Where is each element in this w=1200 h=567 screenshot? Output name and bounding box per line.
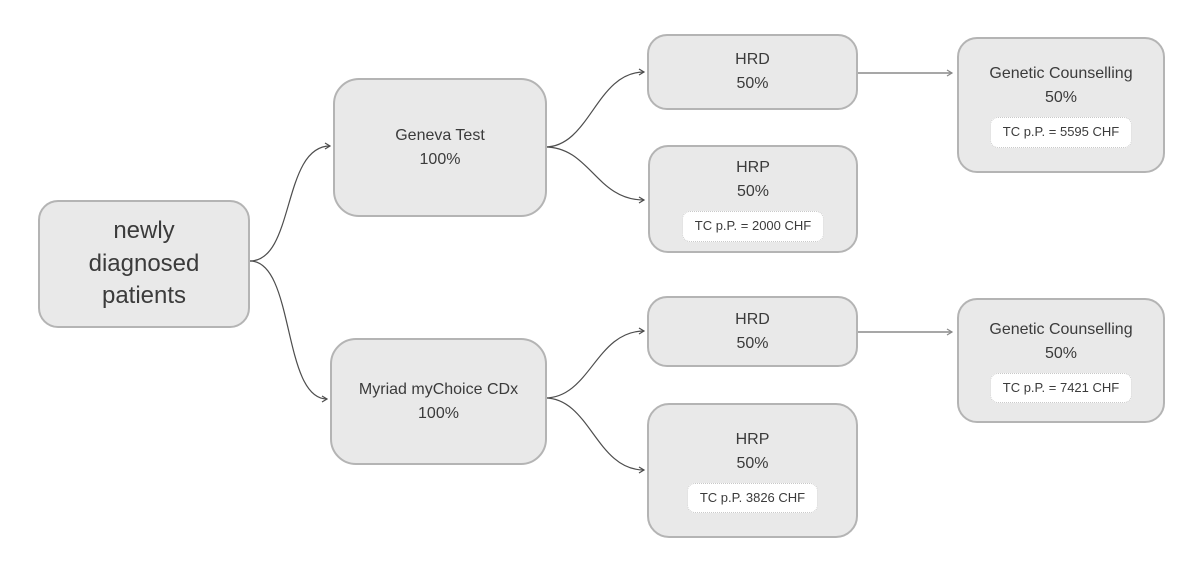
- node-hrd-top: HRD 50%: [647, 34, 858, 110]
- node-hrd-bottom-label: HRD: [735, 310, 770, 328]
- node-hrp-top: HRP 50% TC p.P. = 2000 CHF: [648, 145, 858, 253]
- node-hrd-top-label: HRD: [735, 51, 770, 68]
- node-hrd-top-percent: 50%: [736, 75, 769, 92]
- node-hrp-bottom-percent: 50%: [736, 454, 769, 472]
- node-hrd-bottom: HRD 50%: [647, 296, 858, 367]
- node-genetic-counselling-bottom-label: Genetic Counselling: [989, 320, 1133, 338]
- cost-chip-hrp-bottom: TC p.P. 3826 CHF: [686, 482, 819, 514]
- node-geneva-test-percent: 100%: [419, 150, 461, 168]
- node-hrp-top-label: HRP: [736, 159, 770, 177]
- edge-root-geneva: [249, 142, 332, 262]
- node-genetic-counselling-top-percent: 50%: [1044, 89, 1078, 107]
- node-geneva-test-label: Geneva Test: [395, 126, 485, 144]
- node-myriad-mychoice-cdx-percent: 100%: [418, 404, 459, 422]
- node-geneva-test: Geneva Test 100%: [333, 78, 547, 217]
- node-hrp-top-percent: 50%: [736, 183, 770, 201]
- node-hrd-bottom-percent: 50%: [736, 334, 769, 352]
- edge-myriad-hrd: [544, 327, 646, 399]
- node-newly-diagnosed-patients-label: newly diagnosed patients: [88, 217, 200, 310]
- edge-root-myriad: [249, 260, 329, 403]
- edge-myriad-hrp: [544, 397, 646, 474]
- edge-geneva-hrd: [544, 68, 646, 148]
- node-genetic-counselling-bottom: Genetic Counselling 50% TC p.P. = 7421 C…: [957, 298, 1165, 423]
- node-newly-diagnosed-patients: newly diagnosed patients: [38, 200, 250, 328]
- edge-geneva-hrp: [544, 146, 646, 204]
- node-myriad-mychoice-cdx-label: Myriad myChoice CDx: [358, 380, 519, 398]
- cost-chip-counselling-top: TC p.P. = 5595 CHF: [989, 117, 1133, 148]
- cost-chip-hrp-top: TC p.P. = 2000 CHF: [681, 211, 825, 242]
- node-hrp-bottom: HRP 50% TC p.P. 3826 CHF: [647, 403, 858, 538]
- node-genetic-counselling-bottom-percent: 50%: [1044, 344, 1078, 362]
- node-myriad-mychoice-cdx: Myriad myChoice CDx 100%: [330, 338, 547, 465]
- node-hrp-bottom-label: HRP: [735, 430, 770, 448]
- node-genetic-counselling-top: Genetic Counselling 50% TC p.P. = 5595 C…: [957, 37, 1165, 173]
- cost-chip-counselling-bottom: TC p.P. = 7421 CHF: [989, 372, 1133, 404]
- node-genetic-counselling-top-label: Genetic Counselling: [989, 65, 1133, 83]
